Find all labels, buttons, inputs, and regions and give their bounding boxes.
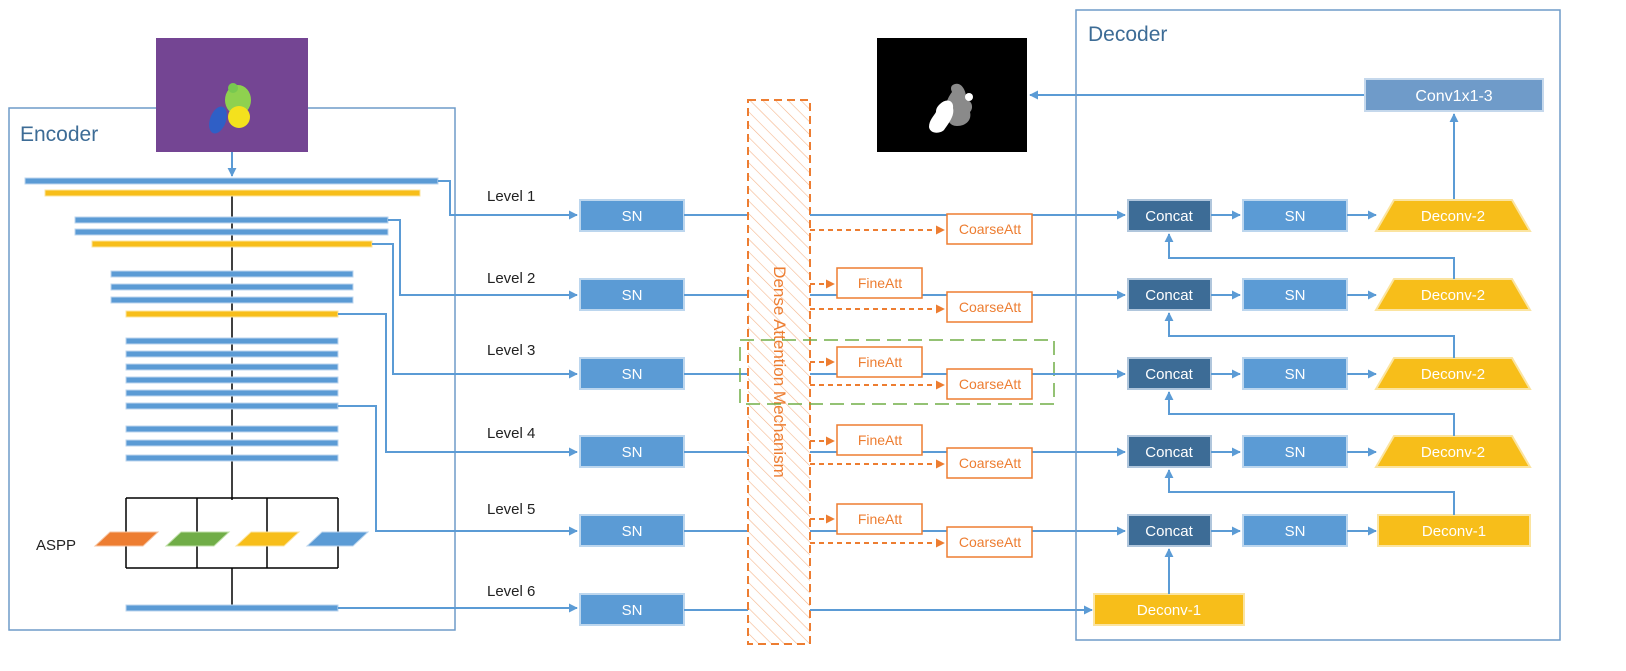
svg-text:CoarseAtt: CoarseAtt [959, 455, 1021, 471]
skip-connections [338, 180, 578, 613]
svg-text:Conv1x1-3: Conv1x1-3 [1415, 88, 1492, 105]
svg-text:Deconv-2: Deconv-2 [1421, 287, 1485, 304]
svg-text:Concat: Concat [1145, 366, 1193, 383]
deconv-row-4: Deconv-2 [1374, 435, 1532, 468]
fine-att-4: FineAtt [836, 424, 923, 456]
concat-5: Concat [1127, 514, 1212, 547]
svg-text:FineAtt: FineAtt [858, 354, 902, 370]
sn-box-3: SN [579, 357, 685, 390]
encoder-title: Encoder [20, 123, 98, 146]
deconv-row-2: Deconv-2 [1374, 278, 1532, 311]
level-label-3: Level 3 [487, 342, 535, 359]
svg-text:Deconv-1: Deconv-1 [1137, 602, 1201, 619]
sn-box-5: SN [579, 514, 685, 547]
svg-text:FineAtt: FineAtt [858, 511, 902, 527]
attention-arrows [810, 225, 945, 548]
output-image [877, 38, 1027, 152]
svg-text:SN: SN [1285, 208, 1306, 225]
svg-text:CoarseAtt: CoarseAtt [959, 534, 1021, 550]
dense-attention-column: Dense Attention Mechanism [747, 99, 811, 645]
svg-text:Deconv-2: Deconv-2 [1421, 208, 1485, 225]
level-label-5: Level 5 [487, 501, 535, 518]
concat-3: Concat [1127, 357, 1212, 390]
svg-text:Deconv-2: Deconv-2 [1421, 366, 1485, 383]
deconv-row-5: Deconv-1 [1377, 514, 1531, 547]
level3-highlight-box [739, 339, 1055, 405]
svg-text:Deconv-1: Deconv-1 [1422, 523, 1486, 540]
svg-text:SN: SN [622, 208, 643, 225]
svg-text:CoarseAtt: CoarseAtt [959, 376, 1021, 392]
fine-att-boxes: FineAtt FineAtt FineAtt FineAtt [836, 267, 923, 535]
dec-sn-1: SN [1242, 199, 1348, 232]
svg-text:CoarseAtt: CoarseAtt [959, 299, 1021, 315]
dec-sn-4: SN [1242, 435, 1348, 468]
sn-box-2: SN [579, 278, 685, 311]
decoder-title: Decoder [1088, 23, 1167, 46]
svg-text:SN: SN [622, 523, 643, 540]
sn-box-6: SN [579, 593, 685, 626]
coarse-att-boxes: CoarseAtt CoarseAtt CoarseAtt CoarseAtt … [946, 213, 1033, 558]
concat-1: Concat [1127, 199, 1212, 232]
decoder: Decoder Conv1x1-3 Concat Concat Concat C… [1075, 9, 1561, 641]
sn-boxes: SN SN SN SN SN SN [579, 199, 685, 626]
coarse-att-5: CoarseAtt [946, 526, 1033, 558]
level-label-2: Level 2 [487, 270, 535, 287]
conv1x1-box: Conv1x1-3 [1364, 78, 1544, 112]
svg-text:Concat: Concat [1145, 208, 1193, 225]
fine-att-5: FineAtt [836, 503, 923, 535]
svg-text:SN: SN [622, 287, 643, 304]
coarse-att-2: CoarseAtt [946, 291, 1033, 323]
svg-text:SN: SN [622, 444, 643, 461]
aspp-block: ASPP [36, 497, 370, 569]
concat-2: Concat [1127, 278, 1212, 311]
svg-text:FineAtt: FineAtt [858, 432, 902, 448]
svg-text:SN: SN [622, 602, 643, 619]
dec-sn-2: SN [1242, 278, 1348, 311]
deconv-row-1: Deconv-2 [1374, 199, 1532, 232]
decoder-frame [1075, 9, 1561, 641]
dec-sn-3: SN [1242, 357, 1348, 390]
level-labels: Level 1 Level 2 Level 3 Level 4 Level 5 … [487, 188, 535, 600]
fine-att-3: FineAtt [836, 346, 923, 378]
svg-text:SN: SN [622, 366, 643, 383]
bottom-deconv: Deconv-1 [1093, 593, 1245, 626]
svg-text:Concat: Concat [1145, 287, 1193, 304]
encoder: Encoder [8, 38, 456, 631]
svg-text:CoarseAtt: CoarseAtt [959, 221, 1021, 237]
svg-text:Concat: Concat [1145, 444, 1193, 461]
svg-text:SN: SN [1285, 287, 1306, 304]
fine-att-2: FineAtt [836, 267, 923, 299]
coarse-att-3: CoarseAtt [946, 368, 1033, 400]
coarse-att-4: CoarseAtt [946, 447, 1033, 479]
aspp-label: ASPP [36, 537, 76, 554]
svg-text:SN: SN [1285, 444, 1306, 461]
concat-4: Concat [1127, 435, 1212, 468]
sn-box-1: SN [579, 199, 685, 232]
svg-text:SN: SN [1285, 366, 1306, 383]
sn-box-4: SN [579, 435, 685, 468]
level-label-1: Level 1 [487, 188, 535, 205]
sn-to-attention [684, 214, 748, 611]
level-label-6: Level 6 [487, 583, 535, 600]
deconv-row-3: Deconv-2 [1374, 357, 1532, 390]
svg-text:FineAtt: FineAtt [858, 275, 902, 291]
coarse-att-1: CoarseAtt [946, 213, 1033, 245]
svg-text:Concat: Concat [1145, 523, 1193, 540]
input-image [156, 38, 308, 152]
level-label-4: Level 4 [487, 425, 535, 442]
svg-text:Deconv-2: Deconv-2 [1421, 444, 1485, 461]
svg-text:SN: SN [1285, 523, 1306, 540]
attention-label: Dense Attention Mechanism [770, 266, 789, 478]
dec-sn-5: SN [1242, 514, 1348, 547]
